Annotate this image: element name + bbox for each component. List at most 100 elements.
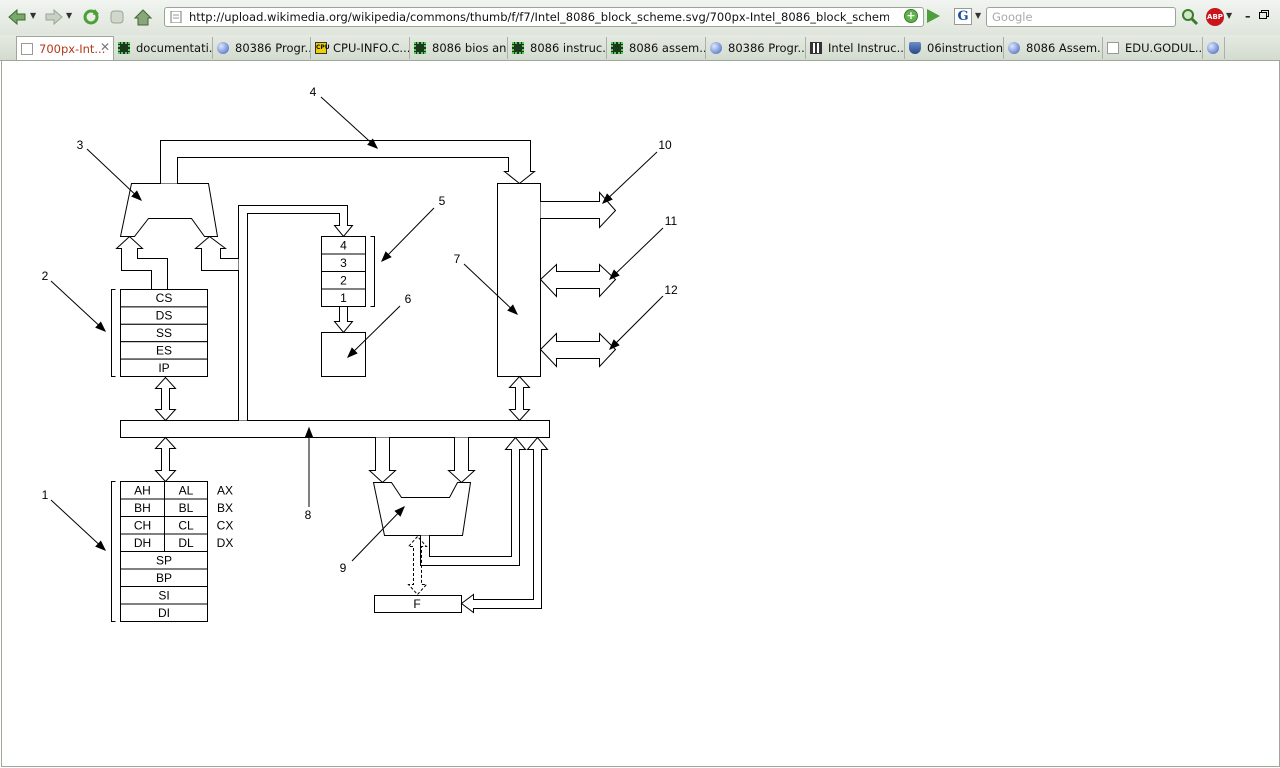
- forward-icon: [45, 8, 63, 26]
- alu-flags-link: [407, 535, 428, 596]
- back-icon: [8, 8, 26, 26]
- internal-bus: [120, 420, 550, 438]
- segment-bus-link: [154, 376, 177, 422]
- tab-label: EDU.GODUL...: [1125, 41, 1202, 55]
- tab[interactable]: Intel Instruc...: [806, 37, 905, 59]
- forward-history-dropdown-icon[interactable]: ▼: [66, 11, 73, 20]
- callout-number: 3: [77, 138, 84, 152]
- tab[interactable]: 80386 Progr...: [213, 37, 311, 59]
- search-engine-dropdown-icon[interactable]: ▼: [975, 11, 982, 20]
- minimize-button[interactable]: –: [1245, 10, 1251, 23]
- callout-number: 5: [439, 194, 446, 208]
- tab-bar: ◀ 700px-Int...✕documentati...80386 Progr…: [0, 35, 1280, 89]
- bus-to-adder-path: [194, 235, 239, 271]
- register-label: BP: [156, 571, 172, 585]
- tab[interactable]: 8086 assem...: [607, 37, 706, 59]
- register-brackets: [111, 236, 375, 622]
- chip-icon: [118, 42, 130, 54]
- tab-label: 8086 bios an...: [432, 41, 507, 55]
- flags-label: F: [413, 597, 420, 611]
- queue-slot-label: 1: [340, 291, 347, 305]
- page-loading-icon: [21, 42, 33, 55]
- pointer-registers: SP BP SI DI: [120, 551, 208, 622]
- tab[interactable]: 8086 bios an...: [410, 37, 508, 59]
- tab[interactable]: 06instruction...: [905, 37, 1004, 59]
- callout-leader-line: [609, 227, 664, 280]
- register-pair-label: AX: [217, 483, 233, 497]
- tab-label: CPU-INFO.C...: [333, 41, 409, 55]
- address-output-arrow: [540, 191, 617, 229]
- forward-button[interactable]: [42, 5, 66, 29]
- search-icon[interactable]: [1181, 8, 1199, 26]
- callout-arrowhead: [381, 251, 392, 262]
- register-label: IP: [158, 361, 169, 375]
- chip-icon: [414, 42, 426, 54]
- stop-button[interactable]: [105, 5, 129, 29]
- callout-leader-line: [86, 148, 142, 201]
- callout-arrowhead: [609, 339, 620, 350]
- search-input[interactable]: [992, 9, 1170, 25]
- back-history-dropdown-icon[interactable]: ▼: [30, 11, 37, 20]
- adblock-dropdown-icon[interactable]: ▼: [1226, 11, 1233, 20]
- register-label: DI: [158, 606, 170, 620]
- callout-arrowhead: [507, 304, 519, 315]
- globe-icon: [217, 42, 229, 54]
- register-pair-label: DX: [217, 536, 234, 550]
- callout-arrowhead: [609, 269, 620, 280]
- callout-leader-line: [50, 280, 106, 332]
- data-bus-arrow: [539, 263, 617, 298]
- register-low-label: AL: [179, 483, 194, 497]
- register-label: SI: [158, 588, 169, 602]
- callout-leader-line: [351, 506, 405, 562]
- callout-arrowhead: [367, 138, 379, 149]
- register-high-label: BH: [134, 501, 151, 515]
- chip-icon: [512, 42, 524, 54]
- tab[interactable]: I: [1203, 37, 1225, 59]
- tab-label: 8086 assem...: [629, 41, 705, 55]
- adblock-icon[interactable]: ABP: [1206, 8, 1224, 26]
- register-bus-link: [154, 436, 177, 483]
- tab[interactable]: 700px-Int...✕: [16, 36, 114, 60]
- image-icon: [810, 42, 822, 54]
- url-input[interactable]: [189, 9, 889, 25]
- bus-control-link: [508, 375, 531, 422]
- tab[interactable]: 80386 Progr...: [706, 37, 806, 59]
- callout-number: 11: [665, 214, 678, 228]
- search-box[interactable]: [986, 7, 1176, 27]
- tab[interactable]: 8086 Assem...: [1004, 37, 1103, 59]
- callout-arrowhead: [95, 321, 107, 332]
- add-bookmark-icon[interactable]: +: [904, 9, 918, 23]
- register-low-label: DL: [178, 536, 194, 550]
- callout-arrowhead: [131, 190, 143, 201]
- register-label: SP: [156, 553, 172, 567]
- callout-arrowhead: [304, 426, 314, 438]
- go-icon[interactable]: [927, 9, 940, 23]
- queue-slot-label: 4: [340, 238, 347, 252]
- restore-window-icon[interactable]: [1259, 10, 1269, 19]
- close-tab-icon[interactable]: ✕: [99, 40, 110, 54]
- register-cell: [120, 358, 208, 378]
- tab[interactable]: EDU.GODUL...: [1103, 37, 1203, 59]
- search-engine-button[interactable]: G: [954, 8, 972, 25]
- bus-to-alu-right-path: [447, 437, 476, 484]
- callout-leader-line: [463, 263, 518, 315]
- register-low-label: BL: [179, 501, 194, 515]
- callout-number: 12: [664, 283, 678, 297]
- callout-arrowhead: [347, 347, 358, 358]
- chip-icon: [611, 42, 623, 54]
- tab-label: 8086 instruc...: [530, 41, 606, 55]
- address-path: [160, 140, 536, 185]
- bus-to-alu-left-path: [368, 437, 397, 484]
- tab-label: 80386 Progr...: [235, 41, 310, 55]
- register-high-label: DH: [134, 536, 151, 550]
- back-button[interactable]: [5, 5, 29, 29]
- reload-button[interactable]: [79, 5, 103, 29]
- cpu-icon: CPU: [315, 42, 330, 54]
- tab[interactable]: documentati...: [114, 37, 213, 59]
- home-button[interactable]: [131, 5, 155, 29]
- address-bar[interactable]: [164, 7, 924, 27]
- tab[interactable]: 8086 instruc...: [508, 37, 607, 59]
